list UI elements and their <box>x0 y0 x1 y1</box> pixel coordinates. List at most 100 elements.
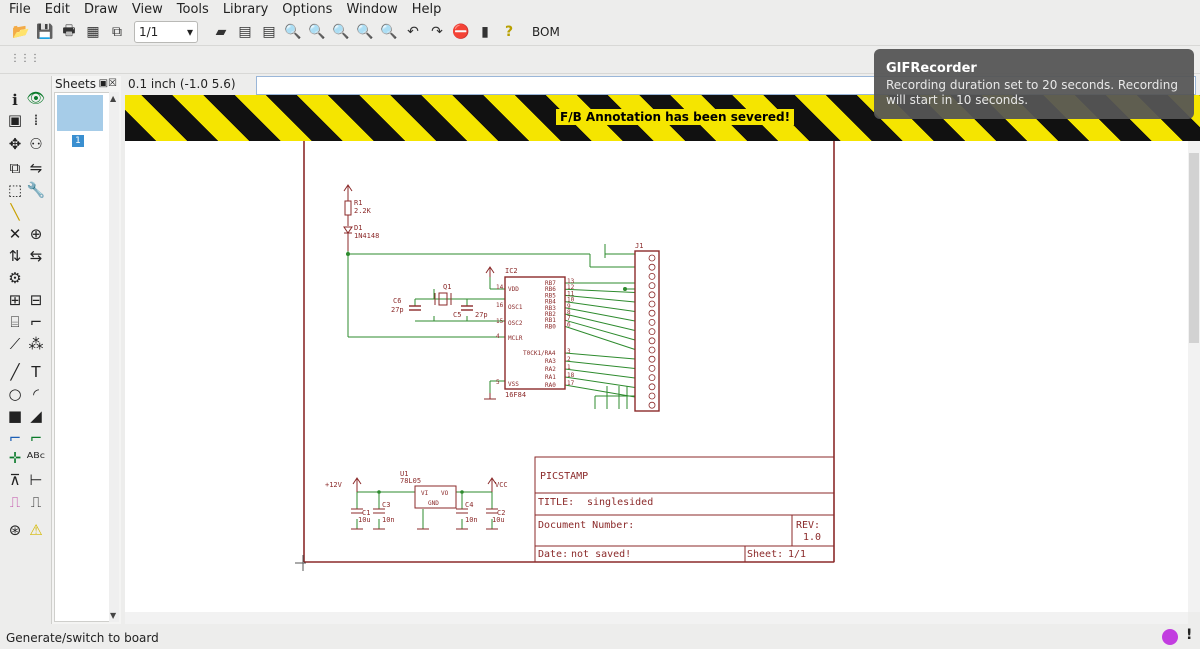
sheet-icon[interactable]: ⧉ <box>112 23 122 40</box>
smash-icon[interactable]: ⌸ <box>10 313 20 331</box>
go-icon[interactable]: ▮ <box>481 23 489 40</box>
print-icon[interactable]: 🖶 <box>62 22 76 39</box>
sheets-panel: Sheets ▣☒ 1 ▲ ▼ <box>51 76 121 624</box>
value-icon[interactable]: ⊟ <box>29 291 43 309</box>
menu-view[interactable]: View <box>131 1 163 17</box>
undo-icon[interactable]: ↶ <box>407 23 419 40</box>
canvas-vertical-scrollbar[interactable] <box>1188 141 1200 612</box>
name-icon[interactable]: ⊞ <box>8 291 22 309</box>
move-icon[interactable]: ✥ <box>8 135 22 153</box>
ic2-pin-number: 13 <box>567 278 575 285</box>
wire-icon[interactable]: ╱ <box>10 363 20 381</box>
net-icon[interactable]: ⌐ <box>29 429 43 447</box>
label-icon[interactable]: ᴬᴮᶜ <box>26 449 46 467</box>
zoom-out-icon[interactable]: 🔍 <box>332 23 350 40</box>
split-icon[interactable]: ⟋ <box>9 335 21 353</box>
u1-vi: VI <box>421 490 429 497</box>
script-icon[interactable]: ▤ <box>238 23 252 40</box>
circle-icon[interactable]: ○ <box>8 385 22 403</box>
miter-icon[interactable]: ⌐ <box>29 313 43 331</box>
errors-icon[interactable]: ⚠ <box>29 521 43 539</box>
ic2-pin-label: RB4 <box>545 299 556 306</box>
ic2-pin-number: 17 <box>567 380 575 387</box>
junction-icon[interactable]: ✛ <box>8 449 22 467</box>
show-icon[interactable]: 👁 <box>26 89 46 107</box>
mark-icon[interactable]: ⁞ <box>33 111 39 129</box>
attribute-icon[interactable]: ⊼ <box>9 471 21 489</box>
replace-icon[interactable]: ⚙ <box>8 269 22 287</box>
redo-icon[interactable]: ↷ <box>431 23 443 40</box>
erc-icon[interactable]: ⊛ <box>8 521 22 539</box>
zoom-fit-icon[interactable]: 🔍 <box>284 23 302 40</box>
arc-icon[interactable]: ◜ <box>33 385 39 403</box>
menu-window[interactable]: Window <box>346 1 398 17</box>
menu-edit[interactable]: Edit <box>44 1 70 17</box>
display-icon[interactable]: ▣ <box>7 111 23 129</box>
copy-icon[interactable]: ⧉ <box>9 159 21 177</box>
help-icon[interactable]: ? <box>504 23 514 40</box>
canvas-horizontal-scrollbar[interactable] <box>125 612 1188 624</box>
c3-label: C3 <box>382 501 390 509</box>
close-icon[interactable]: ▣☒ <box>98 78 117 89</box>
zoom-select-icon[interactable]: 🔍 <box>380 23 398 40</box>
zoom-in-icon[interactable]: 🔍 <box>308 23 326 40</box>
group-icon[interactable]: ⬚ <box>7 181 23 199</box>
ic2-pin-number: 8 <box>567 309 571 316</box>
j1-label: J1 <box>635 242 643 250</box>
bus-icon[interactable]: ⌐ <box>8 429 22 447</box>
stop-icon[interactable]: ⛔ <box>452 23 470 40</box>
ic2-pin-number: 14 <box>496 284 504 291</box>
tb-sheet-value: 1/1 <box>788 549 806 560</box>
change-icon[interactable]: 🔧 <box>26 181 46 199</box>
menu-help[interactable]: Help <box>411 1 442 17</box>
menu-draw[interactable]: Draw <box>83 1 118 17</box>
scroll-down-icon[interactable]: ▼ <box>110 611 117 620</box>
sheet-select[interactable]: 1/1▾ <box>134 20 198 43</box>
connector-wire <box>564 294 636 303</box>
invoke-icon[interactable]: ⁂ <box>28 335 44 353</box>
ulp-icon[interactable]: ▤ <box>262 23 276 40</box>
c1-value: 10u <box>358 516 371 524</box>
scroll-up-icon[interactable]: ▲ <box>110 94 117 103</box>
zoom-redraw-icon[interactable]: 🔍 <box>356 23 374 40</box>
ic2-pin-label: VSS <box>508 381 519 388</box>
u1-vo: VO <box>441 490 449 497</box>
u1-label: U1 <box>400 470 408 478</box>
frame-icon[interactable]: ⎍ <box>9 493 21 511</box>
r1-label: R1 <box>354 199 362 207</box>
board-switch-icon[interactable]: ▰ <box>215 23 227 40</box>
sheet-thumbnail[interactable] <box>57 95 103 131</box>
menu-options[interactable]: Options <box>282 1 333 17</box>
gateswap-icon[interactable]: ⇆ <box>29 247 43 265</box>
grid-icon[interactable]: ⋮⋮⋮ <box>10 53 40 64</box>
menu-library[interactable]: Library <box>222 1 269 17</box>
dimension-icon[interactable]: ⊢ <box>29 471 43 489</box>
tb-date-label: Date: <box>538 549 568 560</box>
warning-indicator-icon[interactable]: ! <box>1186 627 1193 643</box>
text-icon[interactable]: T <box>31 363 41 381</box>
c2-value: 10u <box>492 516 505 524</box>
connector-wire <box>564 319 636 341</box>
vertical-scroll-thumb[interactable] <box>1189 153 1199 343</box>
schematic-canvas[interactable]: PICSTAMP TITLE: singlesided Document Num… <box>125 141 1188 612</box>
stop-indicator-icon[interactable] <box>1162 629 1178 645</box>
pinswap-icon[interactable]: ⇅ <box>8 247 22 265</box>
pin-frame-icon[interactable]: ⎍ <box>30 493 42 511</box>
menu-file[interactable]: File <box>9 1 31 17</box>
group-move-icon[interactable]: ⚇ <box>29 135 43 153</box>
sheets-scrollbar[interactable]: ▲ ▼ <box>109 92 119 622</box>
menu-tools[interactable]: Tools <box>176 1 209 17</box>
rect-icon[interactable]: ■ <box>7 407 23 425</box>
open-icon[interactable]: 📂 <box>12 23 30 40</box>
cam-icon[interactable]: ▦ <box>86 23 100 40</box>
paste-icon[interactable]: ╲ <box>10 203 20 221</box>
tb-sheet-label: Sheet: <box>747 549 783 560</box>
save-icon[interactable]: 💾 <box>36 23 54 40</box>
mirror-icon[interactable]: ⇋ <box>29 159 43 177</box>
info-icon[interactable]: ℹ <box>12 91 18 109</box>
banner-message: F/B Annotation has been severed! <box>556 109 795 125</box>
bom-button[interactable]: BOM <box>532 24 560 39</box>
delete-icon[interactable]: ✕ <box>8 225 22 243</box>
add-icon[interactable]: ⊕ <box>29 225 43 243</box>
polygon-icon[interactable]: ◢ <box>30 407 42 425</box>
